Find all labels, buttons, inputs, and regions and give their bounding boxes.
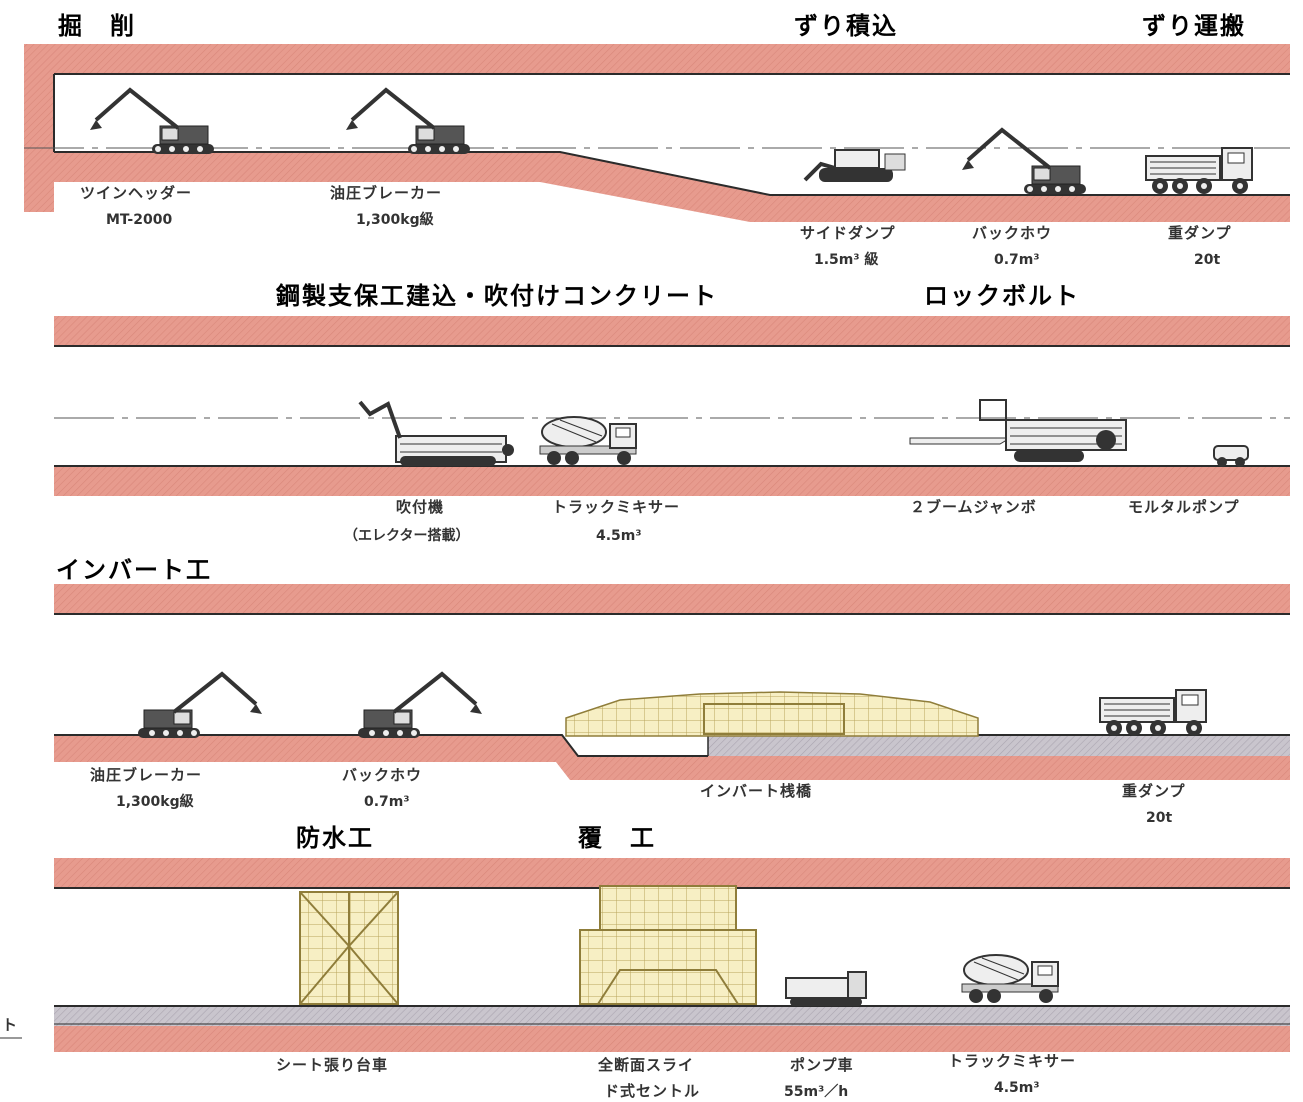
slide-formwork-icon (579, 885, 757, 1005)
section-title-steel-support: 鋼製支保工建込・吹付けコンクリート (276, 282, 718, 310)
section-lining: 防水工 覆 工 ト シート張り台車 全断面スライ (0, 824, 1290, 1100)
backhoe-icon (960, 128, 1088, 196)
spec-twin-header: MT-2000 (106, 212, 172, 228)
spec-backhoe-invert: 0.7m³ (364, 794, 410, 810)
truck-mixer-lining-icon (961, 954, 1059, 1004)
spec-backhoe: 0.7m³ (994, 252, 1040, 268)
spec-shotcrete-machine: （エレクター搭載） (344, 527, 469, 544)
section-invert: インバート工 油圧ブレーカー 1,300kg級 バックホウ 0.7m³ インバー… (54, 556, 1290, 826)
label-shotcrete-machine: 吹付機 (396, 498, 444, 516)
sheet-installation-carriage-icon (299, 891, 399, 1005)
section-excavation: 掘 削 ずり積込 ずり運搬 ツインヘッダー MT-2000 油圧ブレーカー 1,… (24, 12, 1290, 268)
backhoe-invert-icon (356, 672, 484, 740)
label-sheet-carriage: シート張り台車 (276, 1056, 388, 1074)
spec-heavy-dump-invert: 20t (1146, 810, 1172, 826)
section-title-muck-haulage: ずり運搬 (1142, 12, 1246, 40)
spec-hydraulic-breaker: 1,300kg級 (356, 211, 434, 228)
label-side-dump: サイドダンプ (800, 224, 896, 242)
spec-truck-mixer: 4.5m³ (596, 528, 642, 544)
label-backhoe-invert: バックホウ (342, 766, 422, 784)
label-slide-formwork-line1: 全断面スライ (597, 1056, 694, 1074)
section-support: 鋼製支保工建込・吹付けコンクリート ロックボルト (54, 282, 1290, 544)
label-slide-formwork-line2: ド式セントル (604, 1082, 700, 1100)
label-hydraulic-breaker-invert: 油圧ブレーカー (90, 766, 202, 784)
label-twin-header: ツインヘッダー (80, 184, 192, 202)
tunnel-rock-support (54, 316, 1290, 496)
shotcrete-machine-icon (358, 400, 514, 466)
section-title-invert: インバート工 (56, 556, 212, 584)
label-two-boom-jumbo: ２ブームジャンボ (910, 498, 1037, 516)
spec-truck-mixer-lining: 4.5m³ (994, 1080, 1040, 1096)
tunnel-rock-invert (54, 584, 1290, 780)
spec-pump-truck: 55m³／h (784, 1084, 848, 1100)
hydraulic-breaker-icon (344, 88, 472, 156)
pump-truck-icon (785, 971, 867, 1006)
spec-heavy-dump: 20t (1194, 252, 1220, 268)
hydraulic-breaker-invert-icon (136, 672, 264, 740)
label-invert-bridge: インバート桟橋 (700, 782, 812, 800)
spec-hydraulic-breaker-invert: 1,300kg級 (116, 793, 194, 810)
label-heavy-dump-invert: 重ダンプ (1122, 782, 1186, 800)
section-title-muck-loading: ずり積込 (794, 12, 898, 40)
label-heavy-dump: 重ダンプ (1168, 224, 1232, 242)
section-title-rock-bolt: ロックボルト (924, 282, 1080, 310)
label-pump-truck: ポンプ車 (790, 1056, 854, 1074)
side-dump-icon (803, 149, 906, 182)
label-backhoe: バックホウ (972, 224, 1052, 242)
edge-label-cut: ト (2, 1016, 18, 1034)
spec-side-dump: 1.5m³ 級 (814, 251, 878, 268)
section-title-lining: 覆 工 (578, 824, 656, 852)
label-hydraulic-breaker: 油圧ブレーカー (330, 184, 442, 202)
truck-mixer-icon (539, 416, 637, 466)
label-truck-mixer: トラックミキサー (552, 498, 680, 516)
heavy-dump-truck-icon (1145, 147, 1253, 195)
two-boom-jumbo-icon (909, 399, 1127, 462)
tunnel-rock-excavation (24, 44, 1290, 222)
section-title-waterproofing: 防水工 (296, 824, 374, 852)
mortar-pump-icon (1213, 445, 1249, 467)
tunnel-rock-lining (54, 858, 1290, 1052)
invert-bridge-icon (565, 691, 979, 737)
heavy-dump-truck-invert-icon (1099, 689, 1207, 737)
twin-header-icon (88, 88, 216, 156)
section-title-excavation: 掘 削 (58, 12, 136, 40)
label-truck-mixer-lining: トラックミキサー (948, 1052, 1076, 1070)
label-mortar-pump: モルタルポンプ (1128, 498, 1240, 516)
